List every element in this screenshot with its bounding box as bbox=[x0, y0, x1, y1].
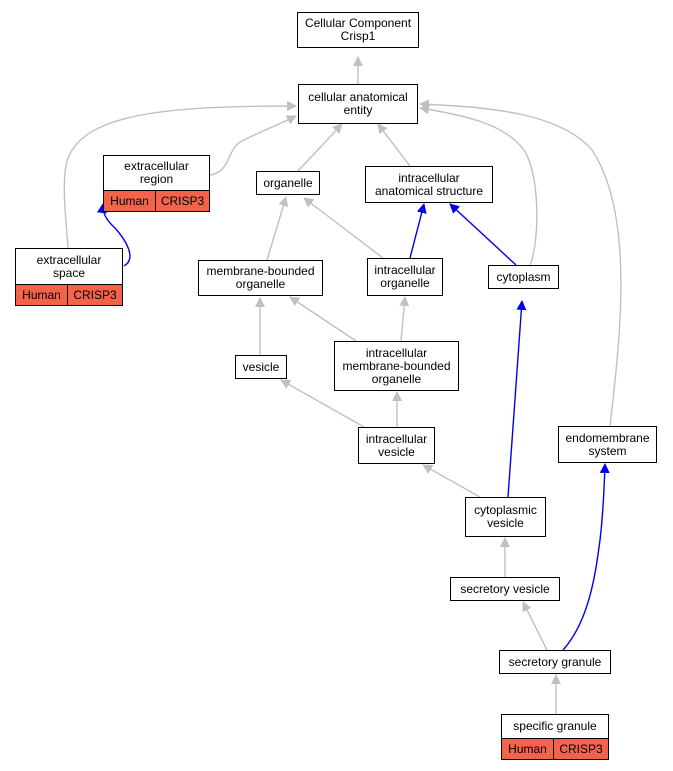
edge-imbo-to-mbo bbox=[289, 296, 357, 342]
annotation-species: Human bbox=[16, 285, 67, 305]
annotation-species: Human bbox=[502, 739, 553, 759]
node-label: extracellular region bbox=[124, 159, 189, 186]
node-extracellular-region[interactable]: extracellular region Human CRISP3 bbox=[103, 155, 210, 212]
node-intracellular-organelle[interactable]: intracellular organelle bbox=[367, 258, 443, 296]
node-label: vesicle bbox=[242, 359, 280, 374]
node-label: intracellular vesicle bbox=[365, 431, 428, 459]
annotation-row: Human CRISP3 bbox=[502, 738, 608, 759]
node-cytoplasmic-vesicle[interactable]: cytoplasmic vesicle bbox=[465, 497, 546, 537]
edge-organelle-to-cae bbox=[297, 123, 343, 172]
node-vesicle[interactable]: vesicle bbox=[235, 355, 287, 379]
node-label: intracellular organelle bbox=[374, 263, 436, 290]
annotation-gene: CRISP3 bbox=[67, 285, 122, 305]
node-label: cytoplasm bbox=[496, 269, 551, 284]
annotation-gene: CRISP3 bbox=[553, 739, 608, 759]
node-label: cellular anatomical entity bbox=[308, 90, 408, 117]
node-label: secretory vesicle bbox=[460, 581, 550, 596]
node-cellular-component-crisp1[interactable]: Cellular Component Crisp1 bbox=[297, 12, 419, 48]
edge-cytoplasm-to-cae bbox=[419, 104, 538, 266]
node-cytoplasm[interactable]: cytoplasm bbox=[488, 265, 559, 289]
node-label: membrane-bounded organelle bbox=[206, 264, 315, 291]
edge-cv-to-cytoplasm bbox=[507, 300, 527, 498]
node-label: organelle bbox=[263, 175, 313, 190]
node-secretory-vesicle[interactable]: secretory vesicle bbox=[450, 577, 560, 601]
node-specific-granule[interactable]: specific granule Human CRISP3 bbox=[501, 714, 609, 760]
node-intracellular-membrane-bounded-organelle[interactable]: intracellular membrane-bounded organelle bbox=[334, 341, 459, 391]
annotation-species: Human bbox=[104, 191, 155, 211]
node-label: secretory granule bbox=[508, 654, 602, 669]
edge-sg-to-sv bbox=[522, 601, 548, 651]
node-organelle[interactable]: organelle bbox=[256, 171, 320, 195]
node-intracellular-anatomical-structure[interactable]: intracellular anatomical structure bbox=[365, 166, 493, 203]
edge-iv-to-vesicle bbox=[280, 379, 365, 428]
edge-endomembrane-to-cae bbox=[419, 99, 622, 427]
node-label: extracellular space bbox=[36, 252, 102, 280]
node-label: intracellular membrane-bounded organelle bbox=[342, 345, 451, 386]
edge-cytoplasm-to-ias bbox=[449, 203, 517, 266]
node-cellular-anatomical-entity[interactable]: cellular anatomical entity bbox=[298, 84, 418, 124]
edge-mbo-to-organelle bbox=[266, 196, 289, 261]
node-secretory-granule[interactable]: secretory granule bbox=[499, 650, 611, 674]
annotation-row: Human CRISP3 bbox=[104, 190, 209, 211]
edge-cv-to-iv bbox=[422, 464, 481, 498]
edge-io-to-ias bbox=[409, 203, 427, 259]
edge-imbo-to-io bbox=[399, 296, 410, 342]
node-intracellular-vesicle[interactable]: intracellular vesicle bbox=[358, 427, 435, 464]
edge-io-to-organelle bbox=[303, 197, 384, 259]
node-label: cytoplasmic vesicle bbox=[474, 503, 537, 530]
edge-ias-to-cae bbox=[377, 123, 411, 167]
node-label: intracellular anatomical structure bbox=[374, 170, 484, 198]
edge-extracellular-region-to-cae bbox=[209, 115, 297, 176]
node-label: Cellular Component Crisp1 bbox=[304, 16, 412, 43]
annotation-row: Human CRISP3 bbox=[16, 284, 122, 305]
node-extracellular-space[interactable]: extracellular space Human CRISP3 bbox=[15, 248, 123, 306]
edge-extracellular-space-to-cae bbox=[63, 101, 297, 249]
node-label: endomembrane system bbox=[565, 430, 650, 458]
node-endomembrane-system[interactable]: endomembrane system bbox=[558, 426, 657, 463]
node-membrane-bounded-organelle[interactable]: membrane-bounded organelle bbox=[198, 260, 323, 296]
edge-sg-to-endomembrane bbox=[562, 463, 610, 651]
annotation-gene: CRISP3 bbox=[155, 191, 209, 211]
node-label: specific granule bbox=[513, 719, 597, 733]
